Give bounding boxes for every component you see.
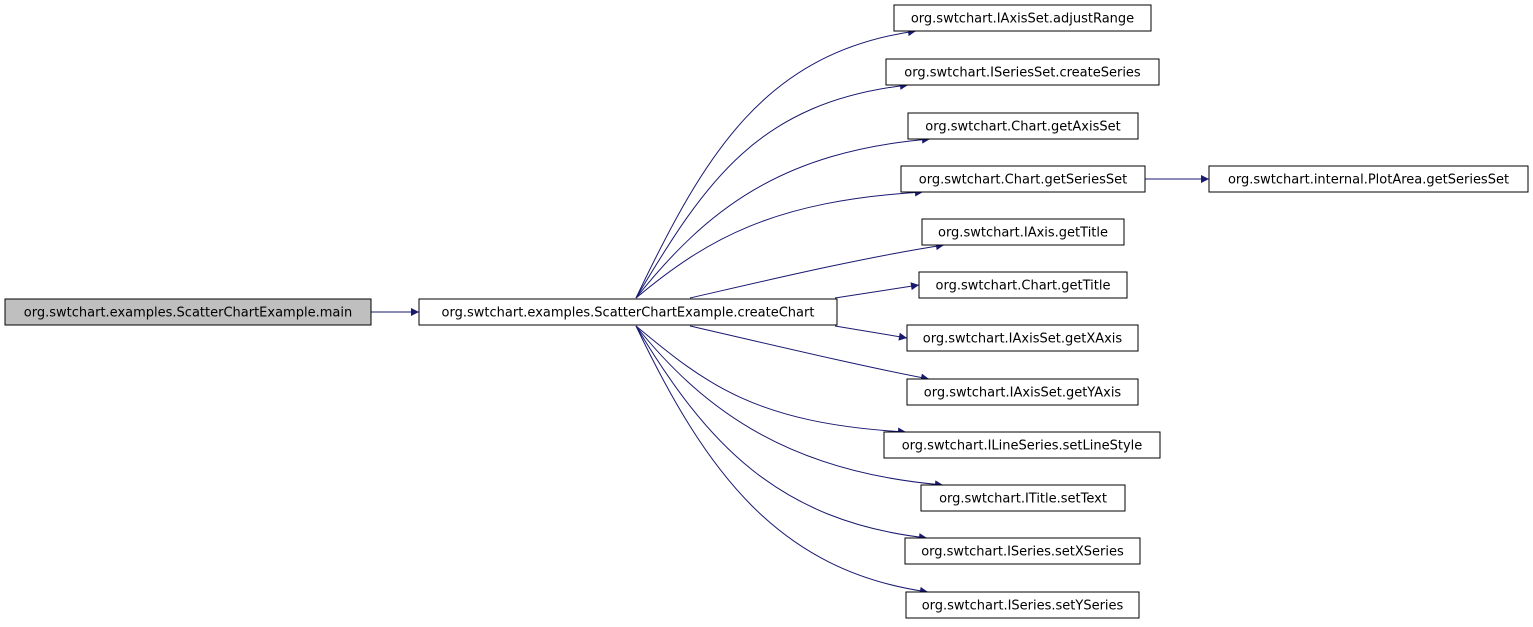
node-label: org.swtchart.IAxisSet.getYAxis [924, 386, 1122, 401]
edge-createChart-to-getYAxis [689, 325, 930, 382]
node-label: org.swtchart.ISeries.setYSeries [922, 599, 1124, 614]
edges-layer [371, 28, 1209, 595]
node-label: org.swtchart.ISeries.setXSeries [921, 545, 1124, 560]
node-getYAxis[interactable]: org.swtchart.IAxisSet.getYAxis [906, 378, 1139, 406]
node-setText[interactable]: org.swtchart.ITitle.setText [920, 484, 1126, 512]
node-label: org.swtchart.Chart.getSeriesSet [919, 173, 1127, 188]
node-plotGetSeriesSet[interactable]: org.swtchart.internal.PlotArea.getSeries… [1208, 165, 1529, 193]
node-label: org.swtchart.Chart.getTitle [936, 279, 1111, 294]
node-box [921, 218, 1125, 246]
node-box [900, 165, 1146, 193]
node-setXSeries[interactable]: org.swtchart.ISeries.setXSeries [904, 537, 1141, 565]
edge-createChart-to-chartGetTitle [834, 282, 920, 299]
edge-createChart-to-setYSeries [635, 325, 929, 595]
edge-createChart-to-axisGetTitle [689, 242, 945, 299]
node-label: org.swtchart.IAxisSet.getXAxis [923, 332, 1123, 347]
node-box [883, 431, 1161, 459]
node-box [906, 324, 1139, 352]
node-box [885, 58, 1160, 86]
node-box [893, 4, 1152, 32]
node-axisGetTitle[interactable]: org.swtchart.IAxis.getTitle [921, 218, 1125, 246]
node-createSeries[interactable]: org.swtchart.ISeriesSet.createSeries [885, 58, 1160, 86]
node-box [906, 378, 1139, 406]
node-label: org.swtchart.Chart.getAxisSet [925, 120, 1120, 135]
node-setYSeries[interactable]: org.swtchart.ISeries.setYSeries [905, 591, 1140, 619]
node-label: org.swtchart.examples.ScatterChartExampl… [24, 306, 352, 321]
nodes-layer: org.swtchart.examples.ScatterChartExampl… [4, 4, 1529, 619]
edge-createChart-to-getXAxis [834, 325, 908, 341]
node-label: org.swtchart.ILineSeries.setLineStyle [902, 439, 1143, 454]
node-label: org.swtchart.ITitle.setText [939, 492, 1107, 507]
node-box [920, 484, 1126, 512]
edge-createChart-to-setLineStyle [635, 325, 907, 436]
node-getXAxis[interactable]: org.swtchart.IAxisSet.getXAxis [906, 324, 1139, 352]
edge-createChart-to-getSeriesSet [635, 188, 924, 299]
node-label: org.swtchart.examples.ScatterChartExampl… [442, 306, 815, 321]
node-box [907, 112, 1139, 140]
node-createChart[interactable]: org.swtchart.examples.ScatterChartExampl… [418, 298, 838, 326]
node-box [918, 271, 1128, 299]
node-box [904, 537, 1141, 565]
edge-createChart-to-setXSeries [635, 325, 928, 542]
node-getAxisSet[interactable]: org.swtchart.Chart.getAxisSet [907, 112, 1139, 140]
node-getSeriesSet[interactable]: org.swtchart.Chart.getSeriesSet [900, 165, 1146, 193]
node-label: org.swtchart.ISeriesSet.createSeries [904, 66, 1141, 81]
edge-createChart-to-getAxisSet [635, 135, 931, 299]
edge-createChart-to-adjustRange [635, 28, 917, 299]
node-setLineStyle[interactable]: org.swtchart.ILineSeries.setLineStyle [883, 431, 1161, 459]
node-box [1208, 165, 1529, 193]
node-chartGetTitle[interactable]: org.swtchart.Chart.getTitle [918, 271, 1128, 299]
node-main[interactable]: org.swtchart.examples.ScatterChartExampl… [4, 298, 372, 326]
edge-createChart-to-setText [635, 325, 944, 489]
node-box [905, 591, 1140, 619]
node-adjustRange[interactable]: org.swtchart.IAxisSet.adjustRange [893, 4, 1152, 32]
edge-createChart-to-createSeries [635, 81, 909, 299]
node-label: org.swtchart.IAxis.getTitle [938, 226, 1108, 241]
node-label: org.swtchart.internal.PlotArea.getSeries… [1228, 173, 1509, 188]
node-label: org.swtchart.IAxisSet.adjustRange [911, 12, 1134, 27]
node-box [418, 298, 838, 326]
node-box [4, 298, 372, 326]
